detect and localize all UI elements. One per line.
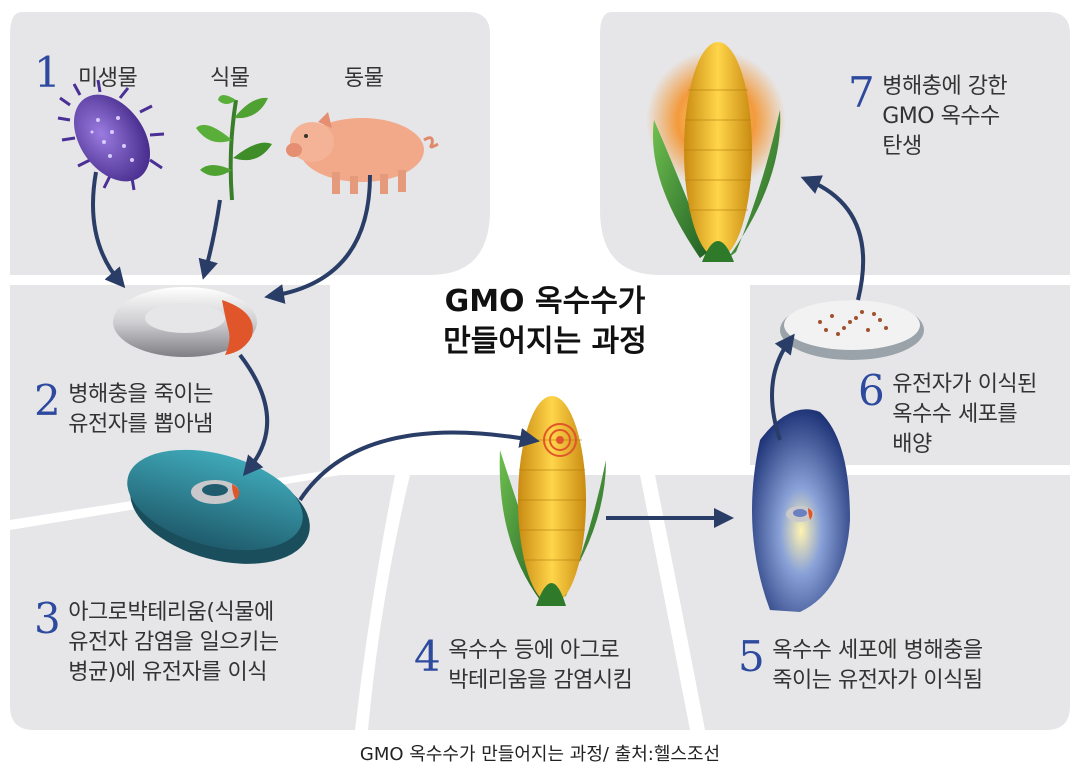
step-6-line-3: 배양 bbox=[892, 432, 932, 457]
step-2-label: 2 병해충을 죽이는 유전자를 뽑아냄 bbox=[34, 380, 213, 440]
figure-caption: GMO 옥수수가 만들어지는 과정/ 출처:헬스조선 bbox=[359, 744, 721, 765]
step-5-line-1: 옥수수 세포에 병해충을 bbox=[772, 638, 983, 663]
arrow-microbe-to-ring bbox=[91, 171, 126, 289]
step-7-line-1: 병해충에 강한 bbox=[882, 74, 1008, 99]
culture-dish-illustration bbox=[780, 300, 924, 360]
step-2-number: 2 bbox=[34, 376, 61, 425]
source-label-animal: 동물 bbox=[344, 66, 384, 91]
step-4-line-2: 박테리움을 감염시킴 bbox=[448, 668, 633, 693]
step-6-line-2: 옥수수 세포를 bbox=[892, 402, 1018, 427]
step-6-number: 6 bbox=[858, 366, 885, 415]
plant-illustration bbox=[196, 95, 272, 201]
step-5-label: 5 옥수수 세포에 병해충을 죽이는 유전자가 이식됨 bbox=[738, 636, 983, 696]
step-3-number: 3 bbox=[34, 594, 61, 643]
diagram-title-line-1: GMO 옥수수가 bbox=[444, 284, 646, 319]
arrow-culture-to-gmo bbox=[800, 175, 866, 301]
corn-cell-illustration bbox=[752, 409, 850, 612]
panel-step-4 bbox=[368, 475, 690, 730]
arrow-pig-to-ring bbox=[264, 174, 372, 304]
flow-arrows bbox=[91, 171, 866, 528]
diagram-title-line-2: 만들어지는 과정 bbox=[443, 324, 647, 359]
pig-illustration bbox=[286, 112, 439, 194]
step-7-label: 7 병해충에 강한 GMO 옥수수 탄생 bbox=[848, 68, 1008, 162]
diagram-title: GMO 옥수수가 만들어지는 과정 bbox=[420, 282, 670, 362]
microbe-illustration bbox=[57, 79, 165, 191]
arrow-plant-to-ring bbox=[198, 199, 222, 280]
step-4-label: 4 옥수수 등에 아그로 박테리움을 감염시킴 bbox=[414, 632, 633, 696]
arrow-cell-to-culture bbox=[770, 333, 795, 441]
step-1-number: 1 bbox=[34, 48, 61, 97]
step-6-label: 6 유전자가 이식된 옥수수 세포를 배양 bbox=[858, 370, 1037, 460]
step-3-line-3: 병균)에 유전자를 이식 bbox=[68, 660, 267, 685]
step-2-line-2: 유전자를 뽑아냄 bbox=[68, 412, 213, 437]
corn-infected-illustration bbox=[499, 396, 606, 606]
gene-ring-illustration bbox=[113, 287, 257, 357]
step-4-number: 4 bbox=[414, 632, 441, 681]
step-1-label: 1 bbox=[34, 52, 68, 94]
step-7-line-3: 탄생 bbox=[882, 134, 922, 159]
panel-step-1 bbox=[10, 12, 490, 275]
step-5-number: 5 bbox=[738, 632, 765, 681]
step-3-line-1: 아그로박테리움(식물에 bbox=[68, 600, 274, 625]
gmo-corn-illustration bbox=[646, 42, 786, 262]
source-label-plant: 식물 bbox=[210, 66, 250, 91]
step-4-line-1: 옥수수 등에 아그로 bbox=[448, 638, 620, 663]
arrow-ring-to-dish bbox=[238, 353, 270, 477]
step-7-number: 7 bbox=[848, 68, 875, 117]
step-7-line-2: GMO 옥수수 bbox=[882, 104, 1000, 129]
step-5-line-2: 죽이는 유전자가 이식됨 bbox=[772, 668, 983, 693]
step-3-line-2: 유전자 감염을 일으키는 bbox=[68, 630, 279, 655]
step-6-line-1: 유전자가 이식된 bbox=[892, 372, 1037, 397]
arrow-dish-to-corn bbox=[298, 428, 540, 502]
step-3-label: 3 아그로박테리움(식물에 유전자 감염을 일으키는 병균)에 유전자를 이식 bbox=[34, 598, 279, 688]
step-2-line-1: 병해충을 죽이는 bbox=[68, 382, 213, 407]
source-label-microbe: 미생물 bbox=[78, 66, 138, 91]
